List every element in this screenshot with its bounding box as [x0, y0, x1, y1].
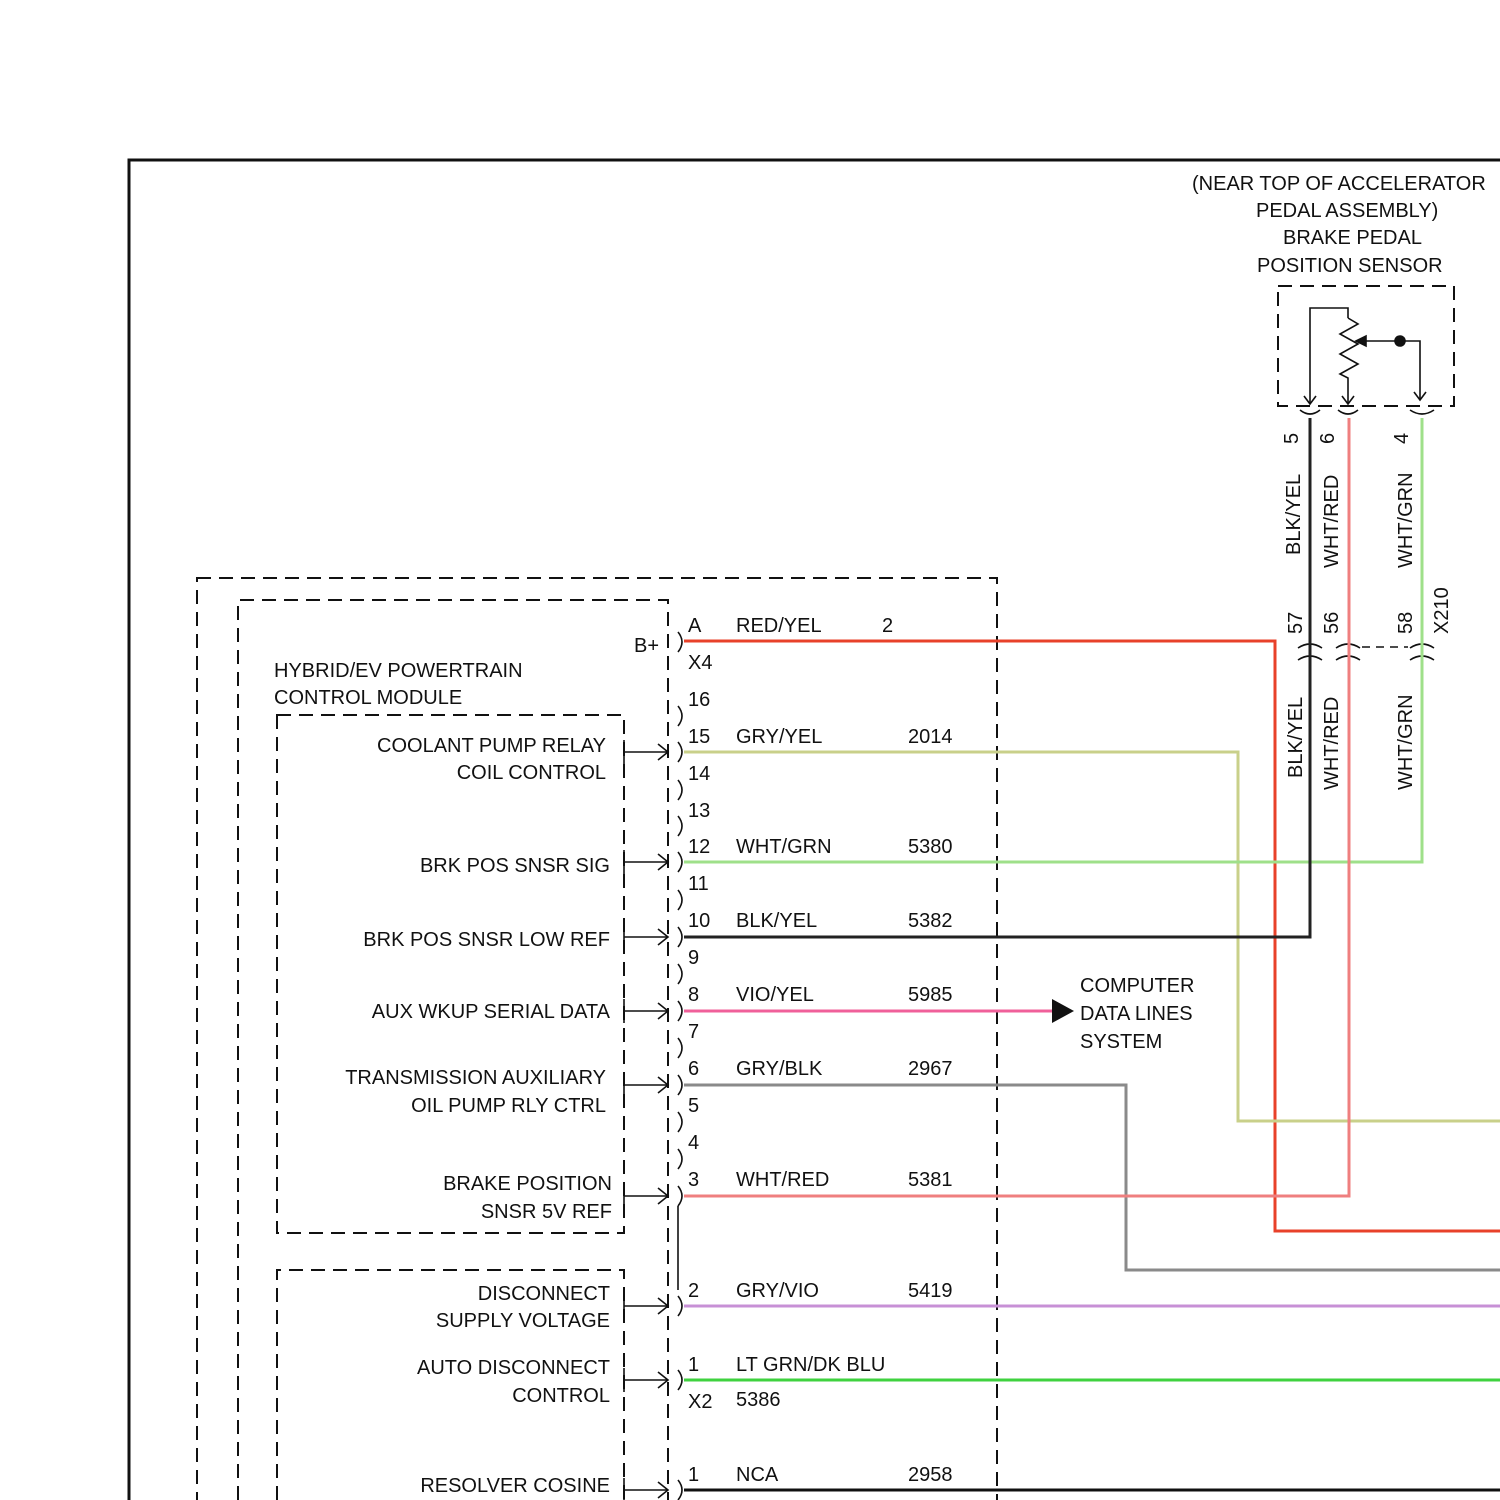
function-resolver-cosine: RESOLVER COSINE [420, 1475, 610, 1497]
sensor-pin-5: 5 [1281, 433, 1303, 444]
sensor-wire-blk-yel: BLK/YEL [1283, 474, 1305, 555]
function-brake-5v-line2: SNSR 5V REF [481, 1201, 612, 1223]
circuit-number-5419: 5419 [908, 1280, 953, 1302]
wire-color-gry-blk: GRY/BLK [736, 1058, 823, 1080]
module-connector-cups [678, 632, 682, 1500]
wire-color-gry-yel: GRY/YEL [736, 726, 822, 748]
pin-8: 8 [688, 984, 699, 1006]
circuit-number-5380: 5380 [908, 836, 953, 858]
x210-pin-56: 56 [1321, 612, 1343, 634]
function-brk-pos-low-ref: BRK POS SNSR LOW REF [363, 929, 610, 951]
pin-11: 11 [688, 873, 709, 895]
wire-color-vio-yel: VIO/YEL [736, 984, 814, 1006]
x210-connector [1298, 644, 1434, 660]
x2-label: X2 [688, 1391, 712, 1413]
circuit-number-5985: 5985 [908, 984, 953, 1006]
function-trans-aux-line2: OIL PUMP RLY CTRL [411, 1095, 606, 1117]
pin-1-x2: 1 [688, 1354, 699, 1376]
function-group-box-1 [277, 715, 624, 1233]
pin-A: A [688, 615, 702, 637]
pin-arrows [624, 740, 668, 1500]
function-coolant-pump-line1: COOLANT PUMP RELAY [377, 735, 606, 757]
circuit-number-2967: 2967 [908, 1058, 953, 1080]
function-disconnect-line1: DISCONNECT [478, 1283, 610, 1305]
x210-label: X210 [1431, 587, 1453, 634]
data-lines-label-line1: COMPUTER [1080, 975, 1194, 997]
data-lines-label-line2: DATA LINES [1080, 1003, 1193, 1025]
harness-wire-wht-grn: WHT/GRN [1395, 694, 1417, 790]
pin-14: 14 [688, 763, 710, 785]
wires [684, 418, 1500, 1490]
wire-color-wht-red: WHT/RED [736, 1169, 829, 1191]
pin-15: 15 [688, 726, 710, 748]
pin-10: 10 [688, 910, 710, 932]
wire-color-gry-vio: GRY/VIO [736, 1280, 819, 1302]
sensor-pin-4: 4 [1391, 433, 1413, 444]
wire-color-blk-yel: BLK/YEL [736, 910, 817, 932]
x4-label: X4 [688, 652, 712, 674]
pin-4: 4 [688, 1132, 699, 1154]
function-auto-disconnect-line1: AUTO DISCONNECT [417, 1357, 610, 1379]
wire-color-lt-grn-dk-blu: LT GRN/DK BLU [736, 1354, 885, 1376]
pin-12: 12 [688, 836, 710, 858]
function-trans-aux-line1: TRANSMISSION AUXILIARY [345, 1067, 606, 1089]
sensor-pin-6: 6 [1317, 433, 1339, 444]
x2-circuit-number: 5386 [736, 1389, 781, 1411]
bplus-label: B+ [634, 635, 659, 657]
sensor-wire-wht-red: WHT/RED [1321, 475, 1343, 568]
sensor-wire-wht-grn: WHT/GRN [1395, 472, 1417, 568]
sensor-location-line1: (NEAR TOP OF ACCELERATOR [1192, 173, 1486, 195]
circuit-number-2958: 2958 [908, 1464, 953, 1486]
circuit-number-2014: 2014 [908, 726, 953, 748]
function-disconnect-line2: SUPPLY VOLTAGE [436, 1310, 610, 1332]
x210-pin-58: 58 [1395, 612, 1417, 634]
data-lines-arrow-icon [1052, 999, 1074, 1023]
circuit-number-5382: 5382 [908, 910, 953, 932]
function-aux-wkup: AUX WKUP SERIAL DATA [372, 1001, 611, 1023]
wire-color-red-yel: RED/YEL [736, 615, 822, 637]
pin-3: 3 [688, 1169, 699, 1191]
pin-1-nca: 1 [688, 1464, 699, 1486]
module-name-line2: CONTROL MODULE [274, 687, 462, 709]
pin-9: 9 [688, 947, 699, 969]
pin-5: 5 [688, 1095, 699, 1117]
sensor-name-line1: BRAKE PEDAL [1283, 227, 1422, 249]
wire-color-nca: NCA [736, 1464, 779, 1486]
x210-pin-57: 57 [1285, 612, 1307, 634]
harness-wire-blk-yel: BLK/YEL [1285, 697, 1307, 778]
wire-color-wht-grn: WHT/GRN [736, 836, 832, 858]
data-lines-label-line3: SYSTEM [1080, 1031, 1162, 1053]
function-coolant-pump-line2: COIL CONTROL [457, 762, 606, 784]
pin-7: 7 [688, 1021, 699, 1043]
sensor-connector [1300, 410, 1434, 414]
circuit-number-5381: 5381 [908, 1169, 953, 1191]
circuit-number-2: 2 [882, 615, 893, 637]
sensor-location-line2: PEDAL ASSEMBLY) [1256, 200, 1438, 222]
function-auto-disconnect-line2: CONTROL [512, 1385, 610, 1407]
pin-16: 16 [688, 689, 710, 711]
function-brk-pos-sig: BRK POS SNSR SIG [420, 855, 610, 877]
function-brake-5v-line1: BRAKE POSITION [443, 1173, 612, 1195]
sensor-name-line2: POSITION SENSOR [1257, 255, 1443, 277]
potentiometer-symbol [1304, 308, 1426, 404]
pin-6: 6 [688, 1058, 699, 1080]
harness-wire-wht-red: WHT/RED [1321, 697, 1343, 790]
module-name-line1: HYBRID/EV POWERTRAIN [274, 660, 523, 682]
pin-13: 13 [688, 800, 710, 822]
pin-2: 2 [688, 1280, 699, 1302]
